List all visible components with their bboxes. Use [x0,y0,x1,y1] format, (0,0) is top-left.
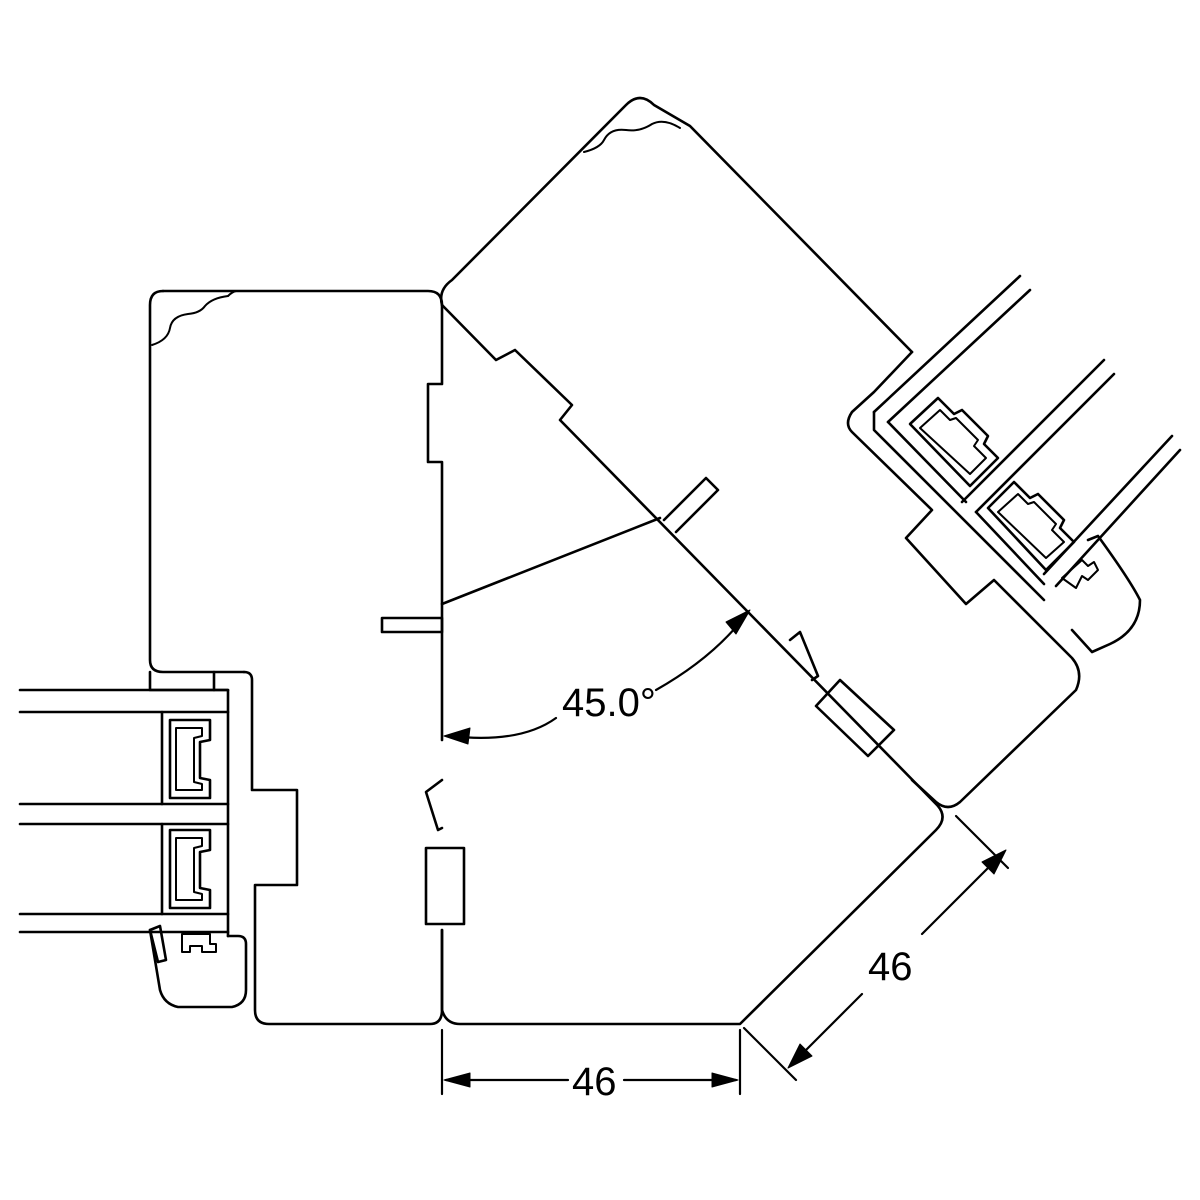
spacer-bar-upper-right [908,396,1000,488]
spacer-bar-upper [168,718,212,800]
spacer-bar-lower-right [986,480,1076,572]
spline-diagonal [662,476,720,534]
alignment-key-left [424,846,466,926]
glazing-bead-right [1070,534,1142,654]
left-jamb-frame [148,289,444,742]
bottom-dim-arrow-left [443,1072,471,1088]
angle-label: 45.0° [562,681,656,725]
spacer-bar-lower [168,828,212,910]
weatherstrip-left [424,778,444,832]
left-glazing-unit [18,688,230,964]
joint-line [440,516,662,606]
right-glazing-unit [872,274,1182,654]
bottom-dimension: 46 [440,1028,742,1104]
glazing-bead [148,924,168,964]
angle-dimension: 45.0° [443,609,751,745]
bottom-dimension-label: 46 [572,1060,617,1104]
diagonal-dim-arrow-lower [787,1043,813,1069]
corner-mullion-body [380,303,944,1026]
bottom-dim-arrow-right [711,1072,739,1088]
diagonal-dimension: 46 [742,814,1010,1082]
right-jamb-frame [439,96,1081,809]
diagonal-dimension-label: 46 [868,945,913,989]
diagonal-dim-arrow-upper [981,849,1007,875]
angle-arrowhead-left [443,727,471,745]
angle-arrowhead-right [725,609,751,635]
weatherstrip-right [788,630,820,682]
spline-left [380,616,444,634]
alignment-key-diagonal [814,678,896,758]
